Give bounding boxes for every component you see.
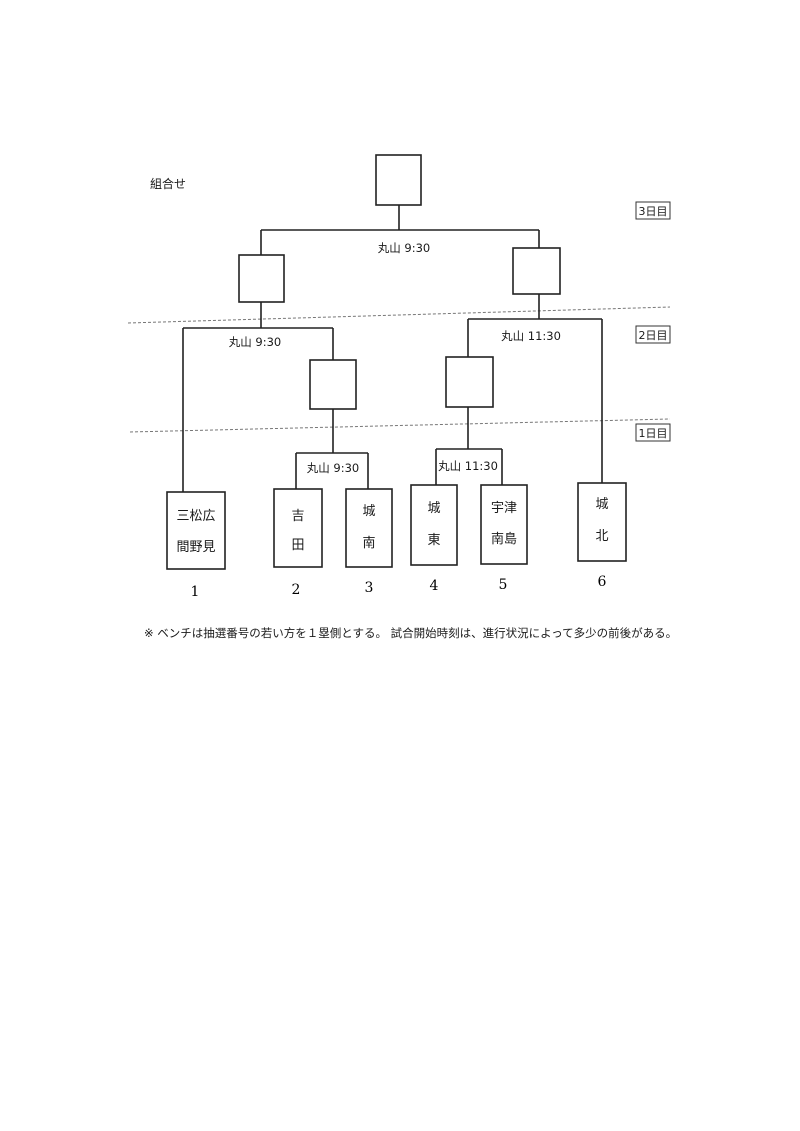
svg-text:城: 城 [427,501,440,516]
seed-number-5: 5 [499,577,508,593]
svg-text:3日目: 3日目 [639,205,668,218]
svg-text:北: 北 [595,529,608,544]
day-label-3: 3日目 [635,201,671,220]
page-title: 組合せ [150,176,186,191]
day-label-1: 1日目 [635,423,671,442]
first-right-result-box [445,356,494,408]
semi-left-result-box [238,254,285,303]
semi-left-venue-time: 丸山 9:30 [229,335,281,349]
seed-number-2: 2 [292,582,301,598]
team-box-3: 城 南 [345,488,393,568]
svg-text:南: 南 [362,535,375,551]
team-box-6: 城 北 [577,482,627,562]
svg-text:城: 城 [595,497,608,512]
svg-text:間野見: 間野見 [176,540,215,555]
semi-right-bracket-lines [467,294,603,483]
svg-text:2日目: 2日目 [639,329,668,342]
seed-number-4: 4 [430,578,439,594]
final-venue-time: 丸山 9:30 [378,241,430,255]
svg-text:城: 城 [362,504,375,519]
day-divider-1 [129,418,671,433]
first-left-bracket-lines [295,409,369,489]
svg-text:宇津: 宇津 [491,501,517,516]
first-left-venue-time: 丸山 9:30 [307,461,359,475]
first-left-result-box [309,359,357,410]
svg-text:三松広: 三松広 [176,509,215,524]
final-result-box [375,154,422,206]
seed-number-1: 1 [191,584,200,600]
day-divider-2 [127,306,671,324]
seed-number-3: 3 [365,580,374,596]
day-label-2: 2日目 [635,325,671,344]
semi-right-venue-time: 丸山 11:30 [501,329,561,343]
semi-right-result-box [512,247,561,295]
team-box-1: 三松広 間野見 [166,491,226,570]
first-right-bracket-lines [435,407,503,485]
team-box-4: 城 東 [410,484,458,566]
semi-left-bracket-lines [182,302,334,492]
svg-text:南島: 南島 [491,531,517,547]
team-box-2: 吉 田 [273,488,323,568]
footnote: ※ ベンチは抽選番号の若い方を１塁側とする。 試合開始時刻は、進行状況によって多… [144,626,677,640]
seed-number-6: 6 [598,574,607,590]
final-bracket-lines [260,205,540,255]
svg-text:東: 東 [427,532,440,548]
svg-text:吉: 吉 [291,509,304,524]
first-right-venue-time: 丸山 11:30 [438,459,498,473]
svg-text:1日目: 1日目 [639,427,668,440]
svg-text:田: 田 [291,538,304,553]
team-box-5: 宇津 南島 [480,484,528,565]
